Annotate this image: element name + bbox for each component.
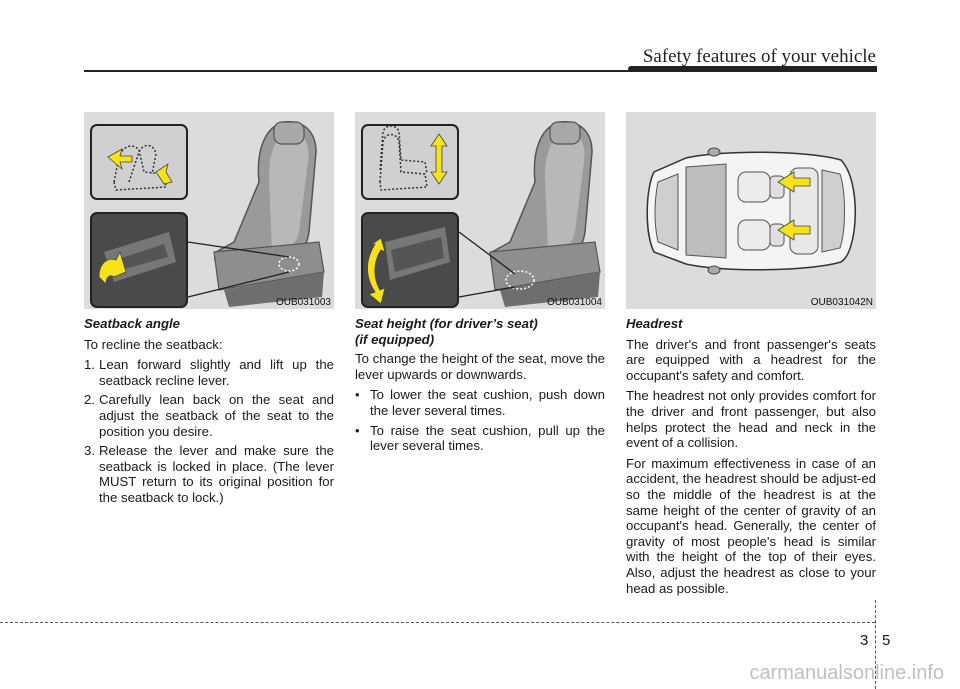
heading-line: Seat height (for driver’s seat)	[355, 316, 538, 331]
running-header: Safety features of your vehicle	[642, 46, 876, 67]
seatback-recline-illustration	[84, 112, 334, 309]
list-text: To lower the seat cushion, push down the…	[370, 387, 605, 418]
vehicle-top-view-illustration	[626, 112, 876, 309]
bullet-mark: •	[355, 387, 360, 403]
list-item: • To lower the seat cushion, push down th…	[355, 387, 605, 418]
paragraph: To change the height of the seat, move t…	[355, 351, 605, 382]
section-headrest: Headrest The driver's and front passenge…	[626, 316, 876, 601]
figure-code: OUB031004	[546, 297, 602, 308]
watermark: carmanualsonline.info	[749, 662, 944, 684]
heading-line: (if equipped)	[355, 331, 435, 347]
list-number: 3.	[84, 443, 95, 459]
section-heading: Seatback angle	[84, 316, 181, 331]
list-item: 2.Carefully lean back on the seat and ad…	[84, 392, 334, 439]
list-item: 1.Lean forward slightly and lift up the …	[84, 357, 334, 388]
figure-headrest: OUB031042N	[626, 112, 876, 309]
list-text: Lean forward slightly and lift up the se…	[99, 357, 334, 388]
list-item: • To raise the seat cushion, pull up the …	[355, 423, 605, 454]
list-number: 2.	[84, 392, 95, 408]
section-seatback-angle: Seatback angle To recline the seatback: …	[84, 316, 334, 510]
paragraph: For maximum effectiveness in case of an …	[626, 455, 876, 596]
list-text: To raise the seat cushion, pull up the l…	[370, 422, 605, 454]
bullet-list: • To lower the seat cushion, push down th…	[355, 387, 605, 453]
list-number: 1.	[84, 357, 95, 373]
seat-height-illustration	[355, 112, 605, 309]
figure-code: OUB031042N	[810, 297, 873, 308]
footer-dashed-divider	[875, 600, 876, 689]
list-text: Carefully lean back on the seat and adju…	[99, 392, 334, 439]
figure-seatback-recline: OUB031003	[84, 112, 334, 309]
page-number: 5	[882, 632, 891, 649]
section-seat-height: Seat height (for driver’s seat) (if equi…	[355, 316, 605, 458]
figure-code: OUB031003	[275, 297, 331, 308]
footer-dashed-rule	[0, 622, 875, 623]
header-rule	[84, 70, 877, 72]
steps-list: 1.Lean forward slightly and lift up the …	[84, 357, 334, 505]
paragraph: To recline the seatback:	[84, 336, 223, 352]
paragraph: The headrest not only provides comfort f…	[626, 388, 876, 451]
figure-seat-height: OUB031004	[355, 112, 605, 309]
chapter-number: 3	[860, 632, 869, 649]
list-text: Release the lever and make sure the seat…	[99, 443, 334, 505]
bullet-mark: •	[355, 422, 360, 438]
list-item: 3.Release the lever and make sure the se…	[84, 443, 334, 505]
header-rule-accent	[628, 66, 877, 72]
section-heading: Seat height (for driver’s seat) (if equi…	[355, 316, 605, 347]
paragraph: The driver's and front passenger's seats…	[626, 336, 876, 383]
section-heading: Headrest	[626, 316, 683, 331]
